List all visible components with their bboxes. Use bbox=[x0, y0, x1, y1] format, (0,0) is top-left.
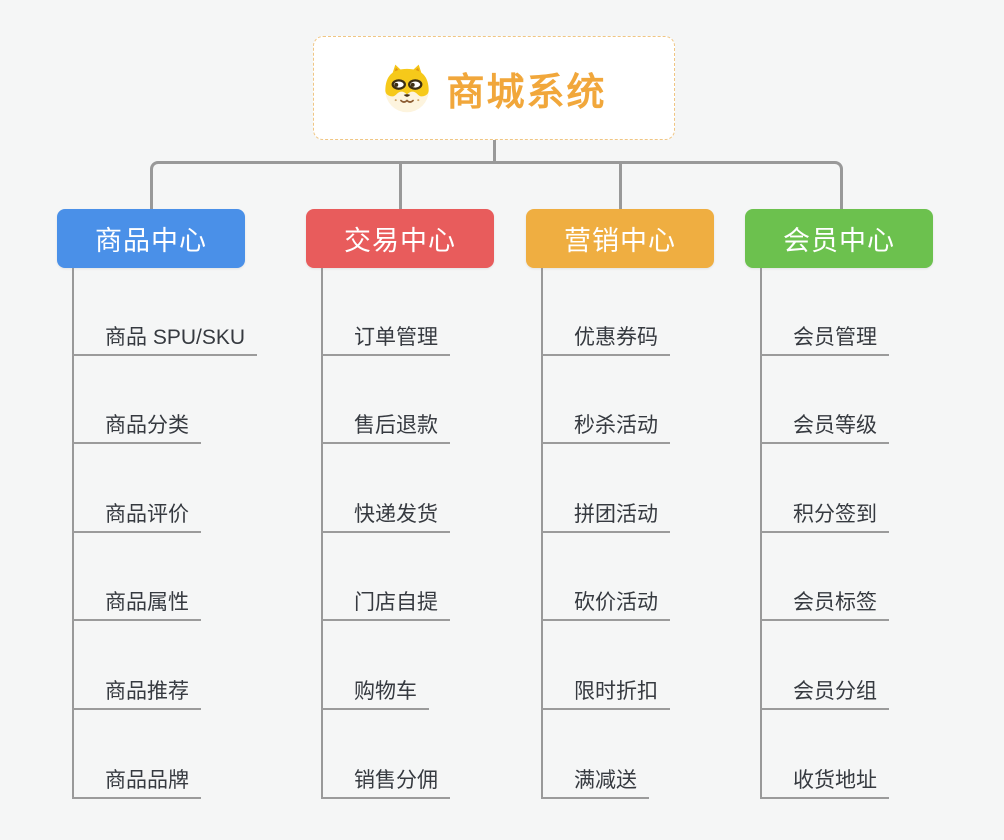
branch-line bbox=[72, 268, 74, 799]
leaf-node[interactable]: 商品评价 bbox=[72, 498, 201, 533]
branch-node-member-center[interactable]: 会员中心 bbox=[745, 209, 933, 268]
leaf-node[interactable]: 会员等级 bbox=[760, 409, 889, 444]
leaf-node[interactable]: 秒杀活动 bbox=[541, 409, 670, 444]
branch-line bbox=[760, 268, 762, 799]
dog-mascot-icon bbox=[385, 64, 430, 113]
leaf-node[interactable]: 会员管理 bbox=[760, 321, 889, 356]
root-node[interactable]: 商城系统 bbox=[313, 36, 675, 140]
connector-root-stub bbox=[493, 140, 496, 164]
connector-bus-left bbox=[150, 161, 495, 209]
leaf-node[interactable]: 售后退款 bbox=[321, 409, 450, 444]
connector-drop-marketing bbox=[619, 161, 622, 209]
leaf-node[interactable]: 拼团活动 bbox=[541, 498, 670, 533]
leaf-node[interactable]: 购物车 bbox=[321, 675, 429, 710]
leaf-node[interactable]: 商品品牌 bbox=[72, 764, 201, 799]
connector-bus-right bbox=[495, 161, 843, 209]
leaf-node[interactable]: 积分签到 bbox=[760, 498, 889, 533]
leaf-node[interactable]: 快递发货 bbox=[321, 498, 450, 533]
branch-node-marketing-center[interactable]: 营销中心 bbox=[526, 209, 714, 268]
leaf-node[interactable]: 商品推荐 bbox=[72, 675, 201, 710]
branch-node-trade-center[interactable]: 交易中心 bbox=[306, 209, 494, 268]
branch-member-center: 会员中心 会员管理 会员等级 积分签到 会员标签 会员分组 收货地址 bbox=[745, 209, 1004, 840]
leaf-node[interactable]: 销售分佣 bbox=[321, 764, 450, 799]
leaf-node[interactable]: 砍价活动 bbox=[541, 586, 670, 621]
connector-drop-trade bbox=[399, 161, 402, 209]
root-node-label: 商城系统 bbox=[446, 71, 607, 114]
leaf-node[interactable]: 商品 SPU/SKU bbox=[72, 321, 258, 356]
leaf-node[interactable]: 限时折扣 bbox=[541, 675, 670, 710]
leaf-node[interactable]: 满减送 bbox=[541, 764, 649, 799]
leaf-node[interactable]: 商品属性 bbox=[72, 586, 201, 621]
leaf-node[interactable]: 门店自提 bbox=[321, 586, 450, 621]
branch-product-center: 商品中心 商品 SPU/SKU 商品分类 商品评价 商品属性 商品推荐 商品品牌 bbox=[57, 209, 327, 840]
leaf-node[interactable]: 收货地址 bbox=[760, 764, 889, 799]
branch-node-product-center[interactable]: 商品中心 bbox=[57, 209, 245, 268]
leaf-node[interactable]: 优惠券码 bbox=[541, 321, 670, 356]
branch-line bbox=[321, 268, 323, 799]
branch-trade-center: 交易中心 订单管理 售后退款 快递发货 门店自提 购物车 销售分佣 bbox=[306, 209, 576, 840]
leaf-node[interactable]: 商品分类 bbox=[72, 409, 201, 444]
leaf-node[interactable]: 会员分组 bbox=[760, 675, 889, 710]
branch-marketing-center: 营销中心 优惠券码 秒杀活动 拼团活动 砍价活动 限时折扣 满减送 bbox=[526, 209, 796, 840]
leaf-node[interactable]: 订单管理 bbox=[321, 321, 450, 356]
leaf-node[interactable]: 会员标签 bbox=[760, 586, 889, 621]
branch-line bbox=[541, 268, 543, 799]
